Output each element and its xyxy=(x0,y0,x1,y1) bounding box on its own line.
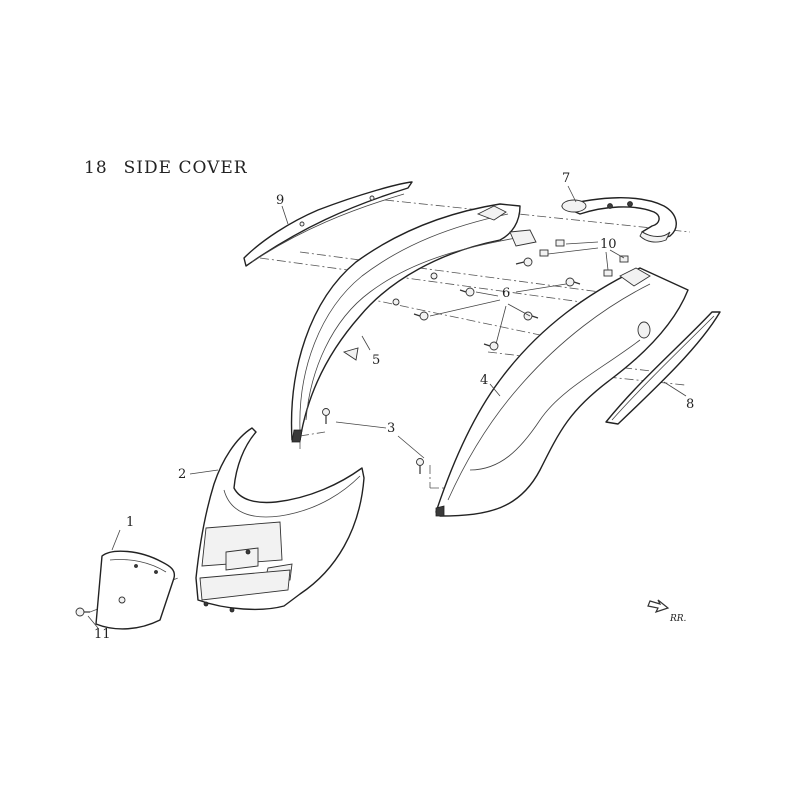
clip-nut-icon[interactable] xyxy=(539,249,549,257)
callout-7: 7 xyxy=(562,171,570,186)
callout-3: 3 xyxy=(387,421,395,436)
clip-nut-icon[interactable] xyxy=(603,269,613,277)
leader-lines xyxy=(87,185,687,629)
callout-4: 4 xyxy=(480,373,488,388)
screw-icon[interactable] xyxy=(565,277,581,287)
screw-icon[interactable] xyxy=(75,607,90,617)
part-5-inner-frame[interactable] xyxy=(290,203,537,443)
screw-icon[interactable] xyxy=(515,257,533,267)
callout-2: 2 xyxy=(178,467,186,482)
section-title: SIDE COVER xyxy=(123,158,248,178)
callout-5: 5 xyxy=(372,353,380,368)
clip-nut-icon[interactable] xyxy=(619,255,629,263)
clip-nuts xyxy=(539,239,629,277)
callout-10: 10 xyxy=(600,237,617,252)
clip-nut-icon[interactable] xyxy=(555,239,565,247)
direction-label: RR. xyxy=(669,614,687,624)
part-7-rear-bracket[interactable] xyxy=(561,197,677,243)
arrow-right-icon xyxy=(647,599,670,614)
screw-fasteners xyxy=(75,257,581,617)
part-2-front-cover[interactable] xyxy=(195,427,365,613)
part-8-lower-trim[interactable] xyxy=(605,311,721,425)
callout-11: 11 xyxy=(94,627,111,642)
callout-6: 6 xyxy=(502,286,510,301)
callout-labels: 1 2 3 4 5 6 7 8 9 10 11 xyxy=(94,171,694,642)
callout-9: 9 xyxy=(276,193,284,208)
screw-icon[interactable] xyxy=(523,311,539,321)
direction-indicator: RR. xyxy=(647,599,687,624)
part-4-side-cover[interactable] xyxy=(435,267,689,517)
diagram-title: 18 SIDE COVER xyxy=(84,158,264,178)
screw-icon[interactable] xyxy=(459,287,475,297)
part-1-front-panel[interactable] xyxy=(95,550,176,630)
screw-icon[interactable] xyxy=(322,408,330,425)
screw-icon[interactable] xyxy=(416,458,424,475)
callout-1: 1 xyxy=(126,515,134,530)
callout-8: 8 xyxy=(686,397,694,412)
screw-icon[interactable] xyxy=(413,311,429,321)
part-9-top-trim[interactable] xyxy=(243,181,413,267)
section-number: 18 xyxy=(84,158,108,178)
